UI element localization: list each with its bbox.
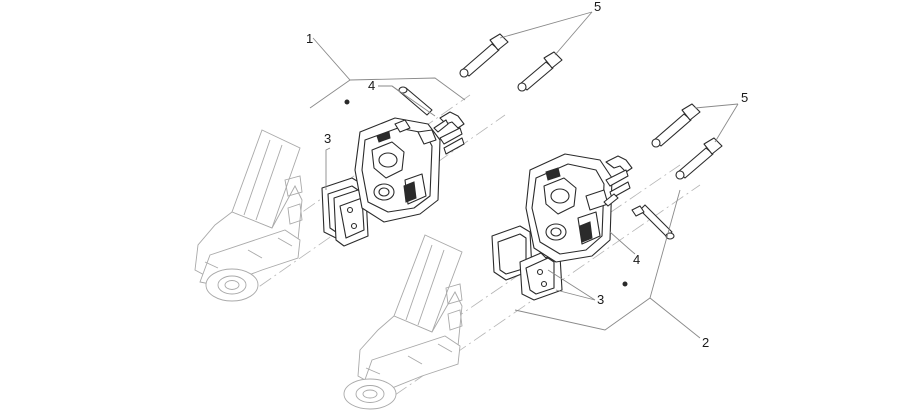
callout-3-lower: 3 [597,292,605,307]
right-brake-pads [491,225,563,301]
left-brake-pads [321,177,369,247]
callout-5-lower: 5 [741,90,749,105]
right-clip-and-pin [603,155,675,240]
callout-5-upper: 5 [594,0,602,14]
leader-lines [309,11,739,339]
right-fork-leg [343,234,463,410]
callout-3-upper: 3 [324,131,332,146]
callout-2: 2 [702,335,710,350]
reference-dots [344,99,628,287]
right-bolts [651,103,723,180]
callout-4-upper: 4 [368,78,376,93]
left-fork-leg [194,129,303,302]
right-caliper [525,153,613,263]
left-caliper [354,117,441,223]
callout-1: 1 [306,31,314,46]
callout-4-lower: 4 [633,252,641,267]
left-pin-and-clip [398,86,465,155]
left-bolts [459,33,563,92]
